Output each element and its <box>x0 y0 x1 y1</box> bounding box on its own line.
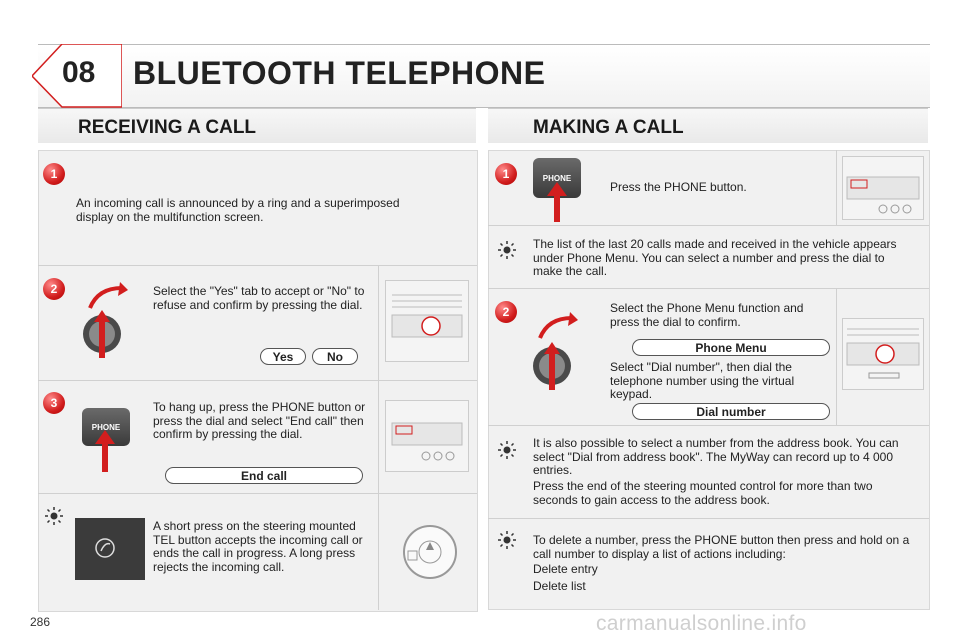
header-band <box>38 44 930 108</box>
yes-tab[interactable]: Yes <box>260 348 306 365</box>
phone-button-icon: PHONE <box>533 158 581 198</box>
page-title: BLUETOOTH TELEPHONE <box>133 55 546 91</box>
radio-panel-icon <box>842 156 924 220</box>
receiving-title: RECEIVING A CALL <box>78 117 257 138</box>
divider <box>836 288 837 425</box>
tip-text: To delete a number, press the PHONE butt… <box>533 533 910 561</box>
rotary-dial-icon <box>533 312 578 390</box>
step-text: To hang up, press the PHONE button or pr… <box>153 400 366 441</box>
step-badge: 2 <box>495 301 517 323</box>
step-text: Select the Phone Menu function and press… <box>610 301 804 329</box>
red-arrow-icon <box>547 182 567 222</box>
end-call-tab[interactable]: End call <box>165 467 363 484</box>
red-arrow-icon <box>95 430 115 472</box>
divider <box>836 150 837 225</box>
divider <box>488 425 929 426</box>
rotary-dial-icon <box>83 282 128 358</box>
divider <box>38 380 477 381</box>
divider <box>38 265 477 266</box>
watermark: carmanualsonline.info <box>596 612 807 635</box>
tip-text: It is also possible to select a number f… <box>533 436 899 477</box>
tip-text: The list of the last 20 calls made and r… <box>533 237 897 278</box>
radio-panel-icon <box>842 318 924 390</box>
radio-panel-icon <box>385 280 469 362</box>
lightbulb-tip-icon <box>498 441 516 459</box>
step-badge: 1 <box>43 163 65 185</box>
making-header <box>488 108 928 143</box>
chapter-number: 08 <box>62 56 96 89</box>
tip-text: Press the end of the steering mounted co… <box>533 479 873 507</box>
divider <box>378 265 379 610</box>
dial-number-tab[interactable]: Dial number <box>632 403 830 420</box>
chapter-tab-icon <box>32 44 122 108</box>
tip-text: A short press on the steering mounted TE… <box>153 519 363 574</box>
lightbulb-tip-icon <box>498 531 516 549</box>
step-text: Select "Dial number", then dial the tele… <box>610 360 795 401</box>
action-option: Delete list <box>533 579 586 593</box>
no-tab[interactable]: No <box>312 348 358 365</box>
radio-panel-icon <box>385 400 469 472</box>
divider <box>488 288 929 289</box>
divider <box>488 225 929 226</box>
action-option: Delete entry <box>533 562 598 576</box>
step-badge: 2 <box>43 278 65 300</box>
steering-wheel-icon <box>403 525 457 579</box>
tel-button-icon <box>75 518 145 580</box>
step-text: An incoming call is announced by a ring … <box>76 196 400 224</box>
step-text: Press the PHONE button. <box>610 180 747 194</box>
phone-menu-tab[interactable]: Phone Menu <box>632 339 830 356</box>
step-badge: 1 <box>495 163 517 185</box>
step-text: Select the "Yes" tab to accept or "No" t… <box>153 284 365 312</box>
receiving-header <box>38 108 476 143</box>
page-number: 286 <box>30 615 51 629</box>
divider <box>488 518 929 519</box>
lightbulb-tip-icon <box>45 507 63 525</box>
making-title: MAKING A CALL <box>533 117 684 138</box>
lightbulb-tip-icon <box>498 241 516 259</box>
divider <box>38 493 477 494</box>
step-badge: 3 <box>43 392 65 414</box>
